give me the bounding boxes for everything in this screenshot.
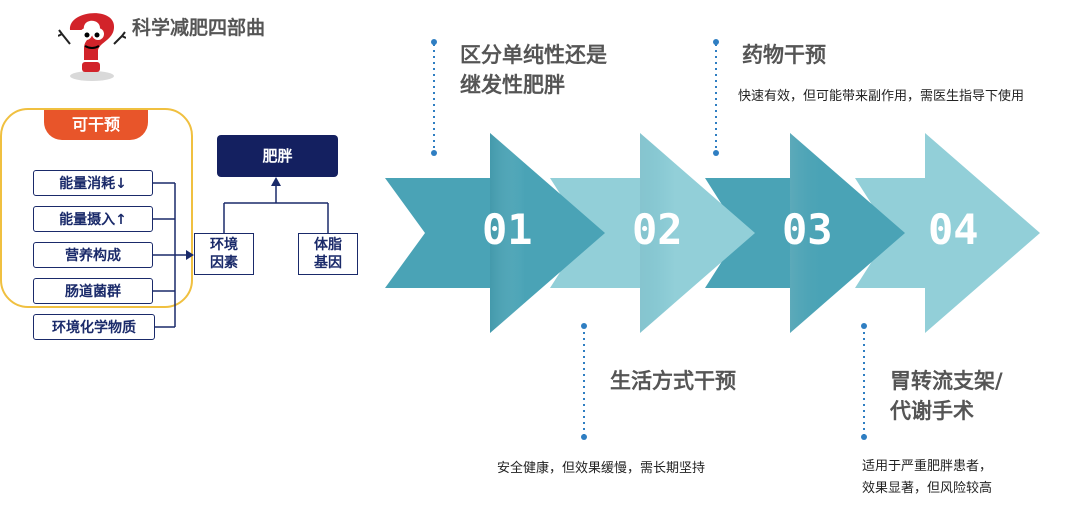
stage-02-title: 生活方式干预 bbox=[610, 369, 736, 393]
stage-04-title: 胃转流支架/ 代谢手术 bbox=[890, 366, 1003, 426]
intervenable-panel bbox=[0, 108, 193, 308]
stage-01-title-line1: 区分单纯性还是 bbox=[460, 43, 607, 67]
genetic-box-line1: 体脂 bbox=[314, 237, 342, 253]
stage-03-title: 药物干预 bbox=[742, 43, 826, 67]
genetic-factor-box: 体脂 基因 bbox=[298, 233, 358, 275]
stage-number-01: 01 bbox=[482, 205, 533, 254]
factor-env-chemicals: 环境化学物质 bbox=[33, 314, 155, 340]
stage-04-title-line2: 代谢手术 bbox=[890, 399, 974, 423]
environment-box-line2: 因素 bbox=[210, 255, 238, 271]
environment-factor-box: 环境 因素 bbox=[194, 233, 254, 275]
factor-energy-expenditure: 能量消耗↓ bbox=[33, 170, 153, 196]
page-title: 科学减肥四部曲 bbox=[132, 17, 266, 39]
stage-04-note: 适用于严重肥胖患者， 效果显著，但风险较高 bbox=[862, 456, 992, 500]
left-diagram-connectors bbox=[153, 177, 329, 328]
stage-04-title-line1: 胃转流支架/ bbox=[890, 369, 1003, 393]
factor-energy-intake: 能量摄入↑ bbox=[33, 206, 153, 232]
question-mark-mascot-icon bbox=[57, 4, 127, 82]
arrow-04 bbox=[855, 133, 1040, 333]
obesity-box: 肥胖 bbox=[217, 135, 338, 177]
stage-02-note: 安全健康，但效果缓慢，需长期坚持 bbox=[497, 461, 706, 476]
stage-number-03: 03 bbox=[782, 205, 833, 254]
factor-gut-flora: 肠道菌群 bbox=[33, 278, 153, 304]
stage-03-note: 快速有效，但可能带来副作用，需医生指导下使用 bbox=[738, 89, 1025, 104]
stage-01-title: 区分单纯性还是 继发性肥胖 bbox=[460, 40, 607, 100]
intervenable-label: 可干预 bbox=[44, 110, 148, 140]
stage-04-note-line2: 效果显著，但风险较高 bbox=[862, 481, 993, 496]
stage-arrows bbox=[385, 133, 1040, 333]
stage-number-04: 04 bbox=[928, 205, 979, 254]
factor-nutrition: 营养构成 bbox=[33, 242, 153, 268]
stage-number-02: 02 bbox=[632, 205, 683, 254]
environment-box-line1: 环境 bbox=[210, 237, 238, 253]
stage-01-title-line2: 继发性肥胖 bbox=[460, 73, 565, 97]
genetic-box-line2: 基因 bbox=[314, 255, 342, 271]
stage-04-note-line1: 适用于严重肥胖患者， bbox=[862, 459, 993, 474]
